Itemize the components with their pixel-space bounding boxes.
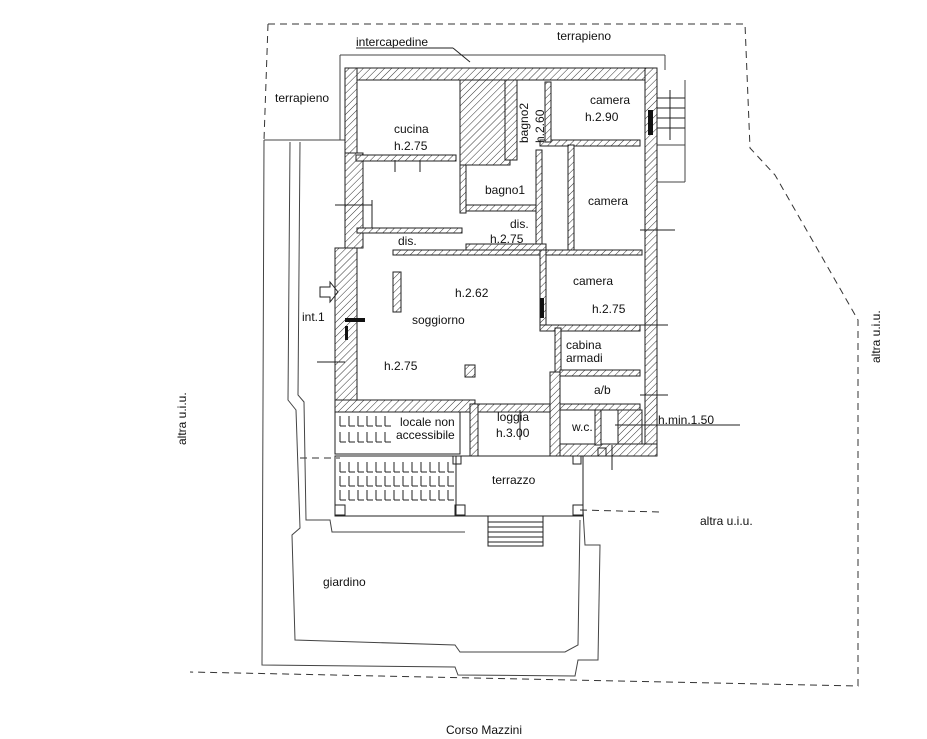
label-altra-bottom: altra u.i.u. bbox=[700, 514, 753, 528]
label-accessibile: accessibile bbox=[396, 428, 455, 442]
label-dis-center-height: h.2.75 bbox=[490, 232, 524, 246]
label-dis-left: dis. bbox=[398, 234, 417, 248]
terrace bbox=[334, 447, 607, 517]
label-cucina-height: h.2.75 bbox=[394, 139, 428, 153]
label-cucina: cucina bbox=[394, 122, 429, 136]
label-giardino: giardino bbox=[323, 575, 366, 589]
label-soggiorno: soggiorno bbox=[412, 313, 465, 327]
label-terrapieno-top: terrapieno bbox=[557, 29, 611, 43]
label-dis-center: dis. bbox=[510, 217, 529, 231]
label-camera-top: camera bbox=[590, 93, 630, 107]
label-bagno2-height: h.2.60 bbox=[533, 109, 547, 143]
label-loggia-height: h.3.00 bbox=[496, 426, 530, 440]
label-hmin: h.min.1.50 bbox=[658, 413, 714, 427]
label-terrapieno-left: terrapieno bbox=[275, 91, 329, 105]
label-camera-right: camera bbox=[573, 274, 613, 288]
interior-walls bbox=[355, 81, 643, 457]
label-street: Corso Mazzini bbox=[446, 723, 522, 737]
entrance-arrow-icon bbox=[319, 280, 339, 304]
label-loggia: loggia bbox=[497, 410, 529, 424]
stairs-right bbox=[657, 90, 685, 140]
label-camera-right-height: h.2.75 bbox=[592, 302, 626, 316]
label-terrazzo: terrazzo bbox=[492, 473, 536, 487]
label-altra-left: altra u.i.u. bbox=[175, 392, 189, 445]
label-bagno1: bagno1 bbox=[485, 183, 525, 197]
garden-stairs bbox=[487, 515, 544, 547]
garden-walls bbox=[261, 54, 686, 677]
exterior-walls bbox=[334, 67, 658, 457]
label-cabina: cabina bbox=[566, 338, 602, 352]
label-camera-mid: camera bbox=[588, 194, 628, 208]
inaccessible-area bbox=[334, 411, 461, 455]
label-intercapedine: intercapedine bbox=[356, 35, 428, 49]
label-wc: w.c. bbox=[571, 420, 593, 434]
label-int1: int.1 bbox=[302, 310, 325, 324]
label-living-height: h.2.75 bbox=[384, 359, 418, 373]
label-ab: a/b bbox=[594, 383, 611, 397]
label-soggiorno-height: h.2.62 bbox=[455, 286, 489, 300]
label-armadi: armadi bbox=[566, 351, 603, 365]
room-labels: intercapedine terrapieno terrapieno cuci… bbox=[175, 29, 883, 737]
label-camera-top-height: h.2.90 bbox=[585, 110, 619, 124]
label-altra-right: altra u.i.u. bbox=[869, 310, 883, 363]
label-locale-non: locale non bbox=[400, 415, 455, 429]
openings bbox=[317, 110, 740, 470]
label-bagno2: bagno2 bbox=[517, 103, 531, 143]
property-boundary bbox=[189, 23, 859, 687]
